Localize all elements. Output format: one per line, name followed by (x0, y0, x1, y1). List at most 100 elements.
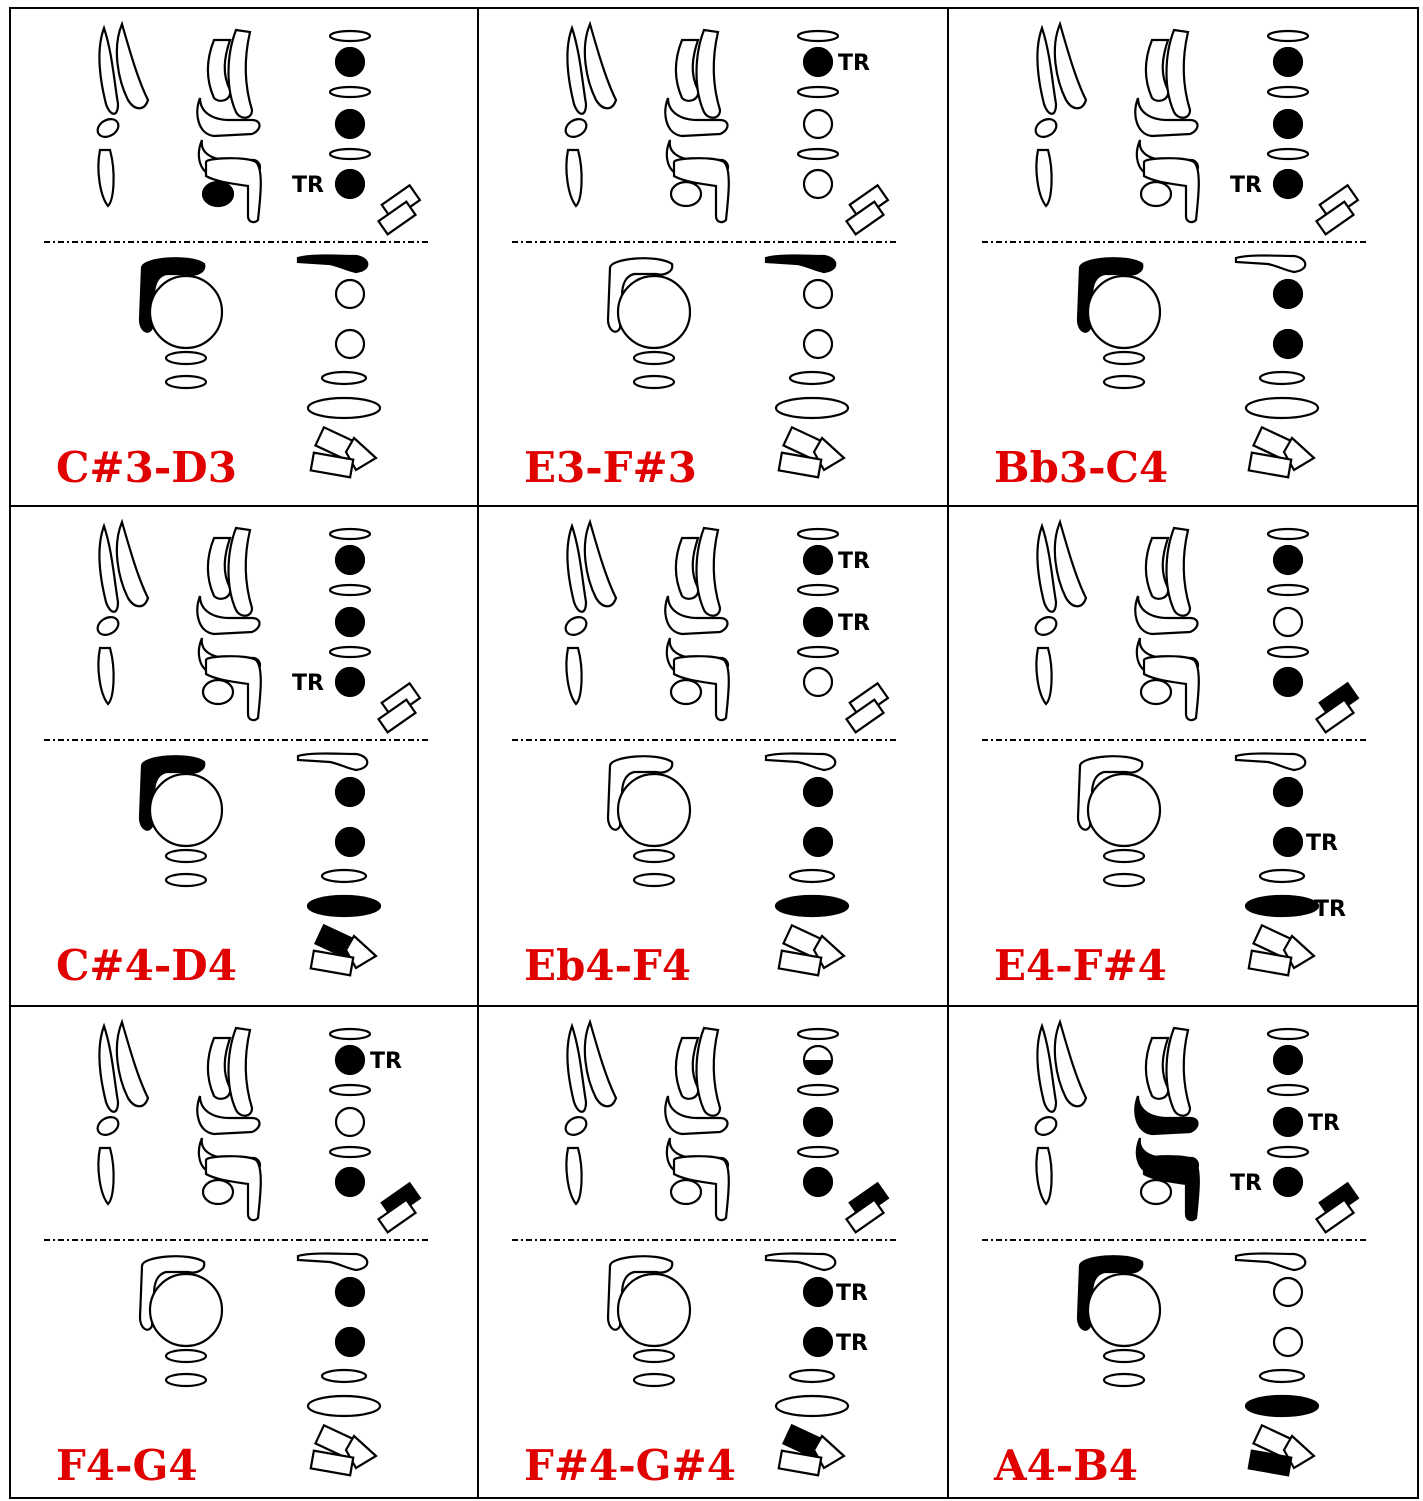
ring-key (330, 149, 370, 159)
wing-key-d (1146, 538, 1168, 599)
thumb-key-f (618, 1274, 690, 1346)
thumb-pad (1141, 182, 1171, 206)
thumb-key-f-sharp (1104, 352, 1144, 364)
rh-b-flat-key (1236, 1254, 1305, 1271)
thumb-key-whisper-lock (94, 1114, 121, 1139)
half-hole-key (798, 529, 838, 539)
finger-hole-3 (804, 668, 832, 696)
rh-b-flat-key (298, 1254, 367, 1271)
rh-finger-hole-2 (336, 330, 364, 358)
ring-key (330, 647, 370, 657)
trill-label: TR (1314, 897, 1346, 922)
thumb-key-c-sharp (117, 522, 148, 606)
thumb-key-a-flat (634, 1374, 674, 1386)
ring-key (798, 87, 838, 97)
thumb-key-whisper-lock (1032, 614, 1059, 639)
finger-hole-half-fill (804, 1060, 832, 1074)
thumb-pad (203, 680, 233, 704)
thumb-key-pipe (568, 526, 586, 612)
wing-key-c (229, 1028, 253, 1116)
half-hole-key (330, 31, 370, 41)
thumb-key-a-flat (1104, 376, 1144, 388)
rh-b-flat-key (766, 754, 835, 771)
thumb-key-pipe (100, 526, 118, 612)
rh-finger-hole-2 (1274, 1328, 1302, 1356)
rh-f-key (776, 896, 848, 916)
thumb-key-whisper-lock (562, 1114, 589, 1139)
rh-f-sharp-key (790, 870, 834, 882)
note-range-title: Bb3-C4 (994, 443, 1168, 492)
thumb-pad (1141, 680, 1171, 704)
fingering-cell: TRC#4-D4 (44, 522, 430, 990)
rh-finger-hole-1 (804, 1278, 832, 1306)
rh-b-flat-key (766, 256, 835, 273)
ring-key (1268, 1085, 1308, 1095)
thumb-key-f (150, 1274, 222, 1346)
rh-finger-hole-2 (1274, 828, 1302, 856)
rh-b-flat-key (766, 1254, 835, 1271)
ring-key (1268, 585, 1308, 595)
trill-label: TR (836, 1281, 868, 1306)
trill-label: TR (838, 51, 870, 76)
wing-key-c (1167, 528, 1191, 616)
thumb-key-a-flat (1104, 1374, 1144, 1386)
wing-key-d (676, 40, 698, 101)
rh-finger-hole-2 (804, 828, 832, 856)
thumb-key-pipe (100, 1026, 118, 1112)
thumb-key-c-sharp (1055, 522, 1086, 606)
finger-hole-1 (804, 546, 832, 574)
thumb-key-pipe (568, 1026, 586, 1112)
note-range-title: E3-F#3 (524, 443, 697, 492)
thumb-key-a-flat (634, 874, 674, 886)
rh-f-key (308, 896, 380, 916)
ring-key (1268, 647, 1308, 657)
ring-key (798, 149, 838, 159)
rh-finger-hole-2 (804, 330, 832, 358)
thumb-key-f-sharp (634, 850, 674, 862)
thumb-key-whisper-lock (94, 116, 121, 141)
wing-key-d (676, 1038, 698, 1099)
thumb-key-f-sharp (634, 352, 674, 364)
thumb-key-f (1088, 276, 1160, 348)
ring-key (1268, 1147, 1308, 1157)
rh-f-key (1246, 1396, 1318, 1416)
thumb-pad (671, 1180, 701, 1204)
finger-hole-1 (1274, 48, 1302, 76)
rh-finger-hole-2 (336, 1328, 364, 1356)
rh-b-flat-key (1236, 754, 1305, 771)
note-range-title: F4-G4 (56, 1441, 198, 1490)
rh-finger-hole-1 (804, 778, 832, 806)
rh-f-key (776, 1396, 848, 1416)
rh-f-key (1246, 896, 1318, 916)
rh-f-sharp-key (790, 1370, 834, 1382)
wing-key-c (229, 30, 253, 118)
trill-label: TR (370, 1049, 402, 1074)
finger-hole-3 (336, 668, 364, 696)
thumb-key-pipe (1038, 28, 1056, 114)
thumb-key-c-sharp (1055, 24, 1086, 108)
half-hole-key (1268, 31, 1308, 41)
rh-f-key (776, 398, 848, 418)
trill-label: TR (838, 611, 870, 636)
rh-f-sharp-key (322, 372, 366, 384)
thumb-pad (1141, 1180, 1171, 1204)
rh-finger-hole-1 (336, 280, 364, 308)
finger-hole-1 (336, 546, 364, 574)
finger-hole-1 (336, 48, 364, 76)
wing-key-d (208, 1038, 230, 1099)
fingering-cell: TR F4-G4 (44, 1022, 430, 1490)
thumb-key-a-flat (1104, 874, 1144, 886)
ring-key (1268, 149, 1308, 159)
thumb-key-f (1088, 774, 1160, 846)
note-range-title: Eb4-F4 (524, 941, 691, 990)
wing-key-c (697, 528, 721, 616)
thumb-key-a (1036, 648, 1051, 704)
rh-finger-hole-1 (1274, 778, 1302, 806)
finger-hole-2 (804, 1108, 832, 1136)
thumb-key-f (150, 276, 222, 348)
rh-finger-hole-2 (1274, 330, 1302, 358)
thumb-key-a (566, 1148, 581, 1204)
note-range-title: C#4-D4 (56, 941, 237, 990)
rh-finger-hole-2 (336, 828, 364, 856)
